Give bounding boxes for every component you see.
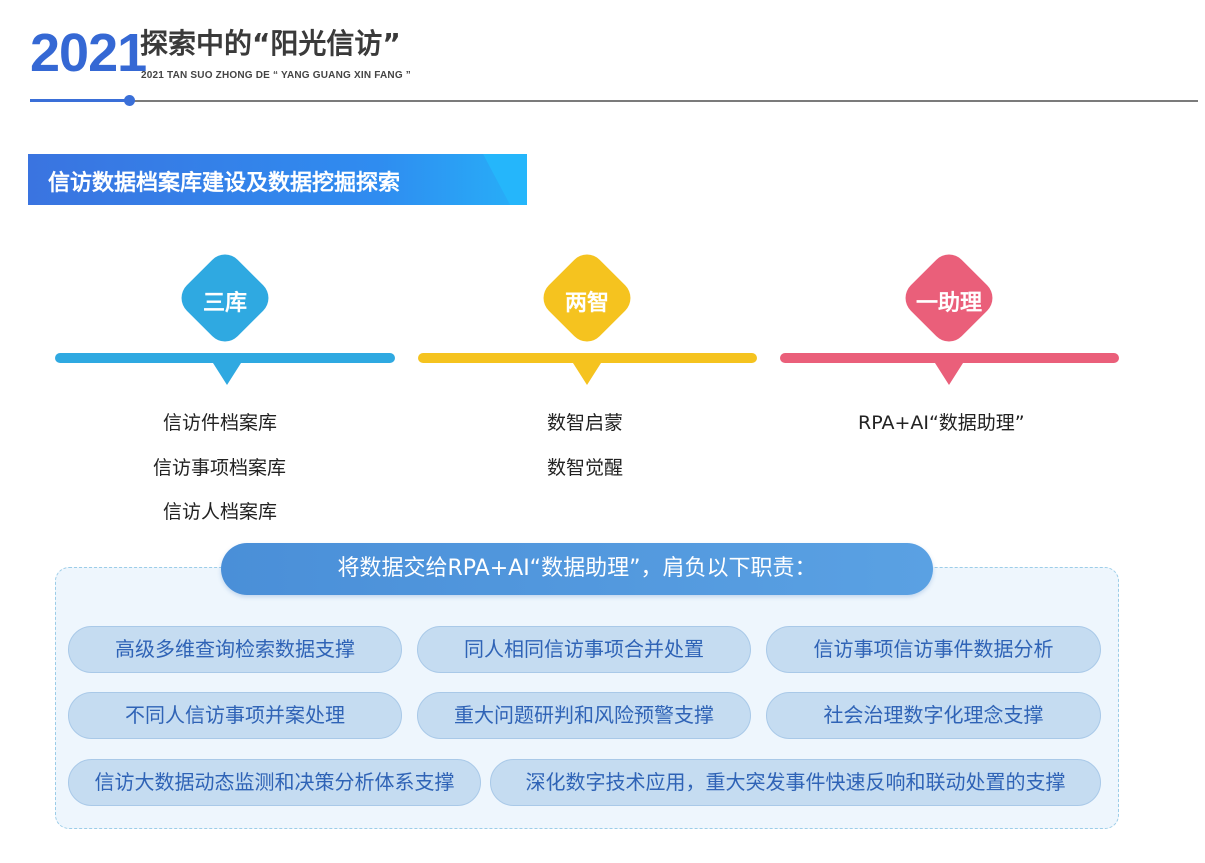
pillar-item-3-1: RPA+AI“数据助理”	[858, 412, 1025, 434]
pillar-item-2-1: 数智启蒙	[547, 412, 624, 434]
pillar-bar-1	[55, 353, 395, 363]
year-number: 2021	[30, 23, 147, 83]
pillar-pointer-2	[573, 363, 601, 385]
pillar-item-1-3: 信访人档案库	[163, 501, 278, 523]
duty-pill: 信访大数据动态监测和决策分析体系支撑	[68, 759, 481, 806]
duty-pill: 深化数字技术应用，重大突发事件快速反响和联动处置的支撑	[490, 759, 1101, 806]
duty-pill: 同人相同信访事项合并处置	[417, 626, 751, 673]
header-rule	[130, 100, 1198, 102]
duty-pill: 不同人信访事项并案处理	[68, 692, 402, 739]
page-subtitle: 2021 TAN SUO ZHONG DE “ YANG GUANG XIN F…	[141, 70, 411, 81]
section-title: 信访数据档案库建设及数据挖掘探索	[48, 171, 401, 196]
pillar-label-3: 一助理	[915, 291, 982, 316]
header-rule-accent	[30, 99, 130, 102]
pillar-item-1-2: 信访事项档案库	[153, 457, 287, 479]
pillar-label-1: 三库	[202, 291, 247, 316]
pillar-pointer-1	[213, 363, 241, 385]
duty-pill: 重大问题研判和风险预警支撑	[417, 692, 751, 739]
pillar-item-2-2: 数智觉醒	[547, 457, 624, 479]
pillar-pointer-3	[935, 363, 963, 385]
duty-pill: 高级多维查询检索数据支撑	[68, 626, 402, 673]
pillar-bar-3	[780, 353, 1119, 363]
pillar-bar-2	[418, 353, 757, 363]
page-title: 探索中的“阳光信访”	[140, 27, 401, 60]
duty-pill: 信访事项信访事件数据分析	[766, 626, 1101, 673]
pillar-label-2: 两智	[564, 291, 609, 316]
pillar-item-1-1: 信访件档案库	[163, 412, 278, 434]
duties-heading: 将数据交给RPA+AI“数据助理”，肩负以下职责：	[221, 543, 933, 595]
section-banner: 信访数据档案库建设及数据挖掘探索	[28, 154, 527, 205]
duty-pill: 社会治理数字化理念支撑	[766, 692, 1101, 739]
header-rule-dot	[124, 95, 135, 106]
